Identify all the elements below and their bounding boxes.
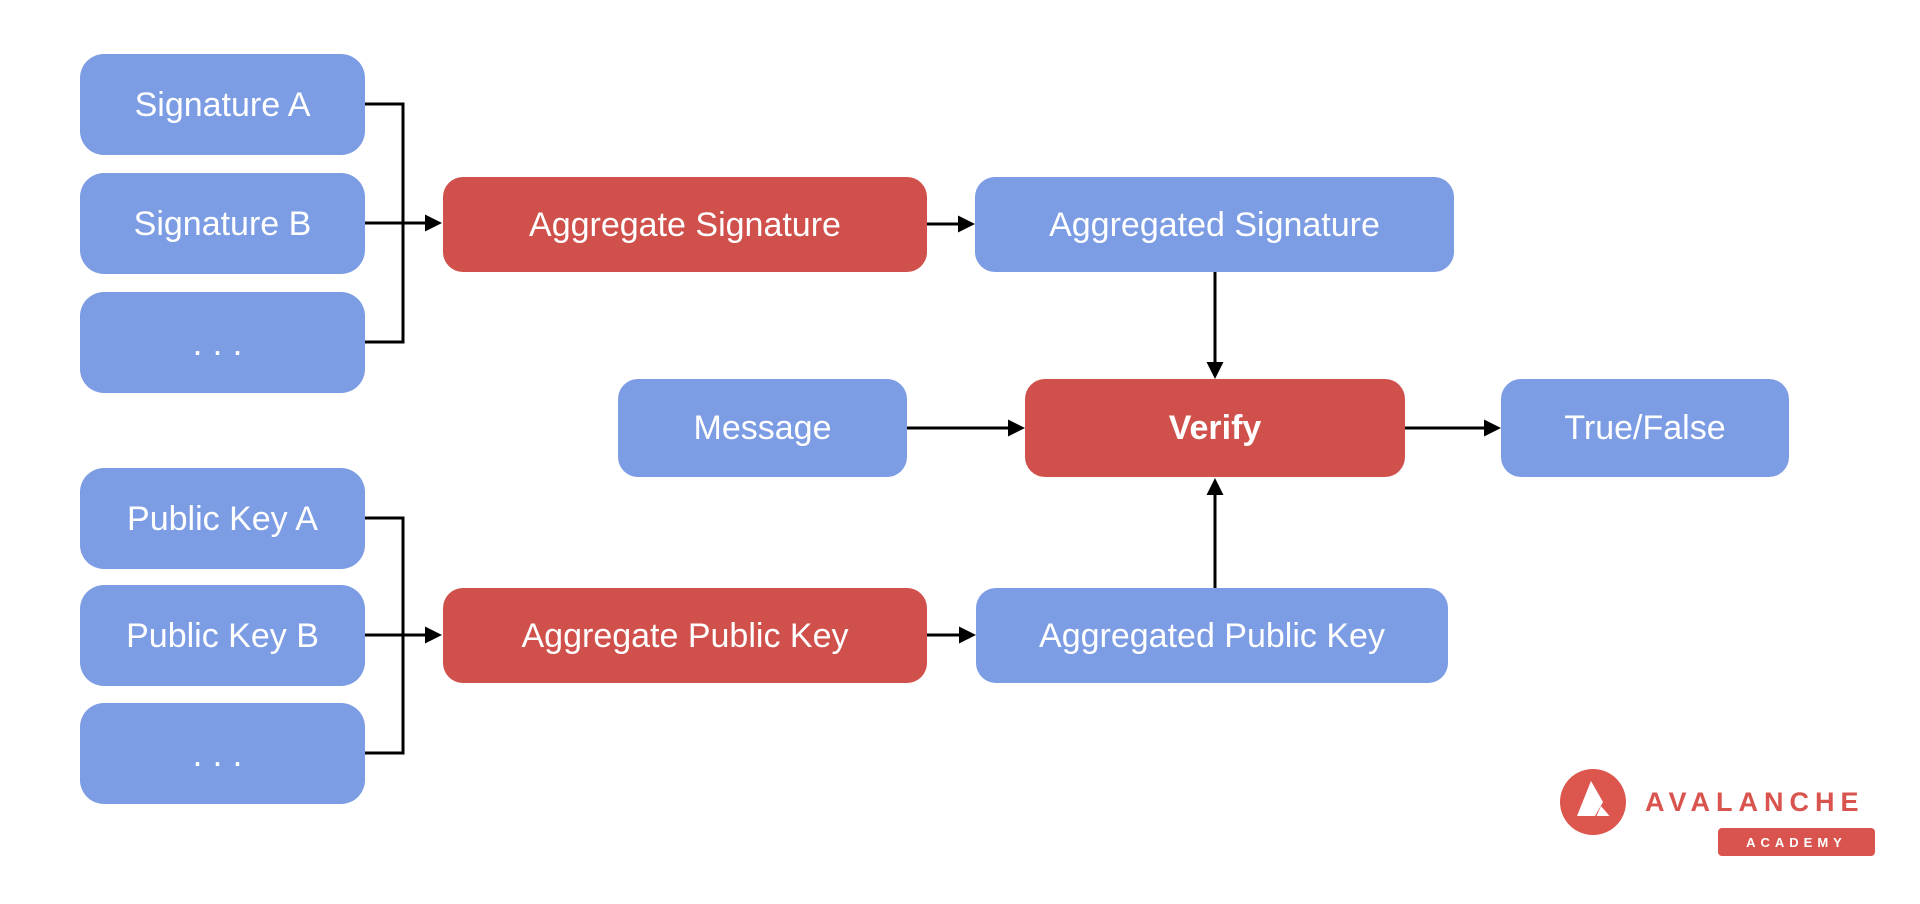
node-message: Message <box>618 379 907 477</box>
node-signature-a: Signature A <box>80 54 365 155</box>
arrow-publickeys-to-aggregate-head <box>425 626 442 644</box>
logo-brand-text: AVALANCHE <box>1645 786 1865 817</box>
avalanche-logo-icon <box>1560 769 1626 835</box>
node-aggregated-signature: Aggregated Signature <box>975 177 1454 272</box>
node-public-key-ellipsis: ... <box>80 703 365 804</box>
arrow-message-to-verify-head <box>1008 419 1025 437</box>
logo-academy-badge: ACADEMY <box>1718 828 1875 856</box>
node-true-false: True/False <box>1501 379 1789 477</box>
node-aggregated-public-key: Aggregated Public Key <box>976 588 1448 683</box>
avalanche-academy-logo: AVALANCHE ACADEMY <box>1560 765 1900 865</box>
node-verify: Verify <box>1025 379 1405 477</box>
node-public-key-b: Public Key B <box>80 585 365 686</box>
arrow-verify-to-truefalse-head <box>1484 419 1501 437</box>
node-signature-b: Signature B <box>80 173 365 274</box>
node-aggregate-signature: Aggregate Signature <box>443 177 927 272</box>
arrow-aggpk-to-aggedpk-head <box>959 626 976 644</box>
arrow-aggsig-to-aggedsig-head <box>958 215 975 233</box>
node-public-key-a: Public Key A <box>80 468 365 569</box>
node-signature-ellipsis: ... <box>80 292 365 393</box>
node-aggregate-public-key: Aggregate Public Key <box>443 588 927 683</box>
arrow-aggedpk-to-verify-head <box>1206 478 1224 495</box>
arrow-signatures-to-aggregate-head <box>425 214 442 232</box>
arrow-aggedsig-to-verify-head <box>1206 362 1224 379</box>
